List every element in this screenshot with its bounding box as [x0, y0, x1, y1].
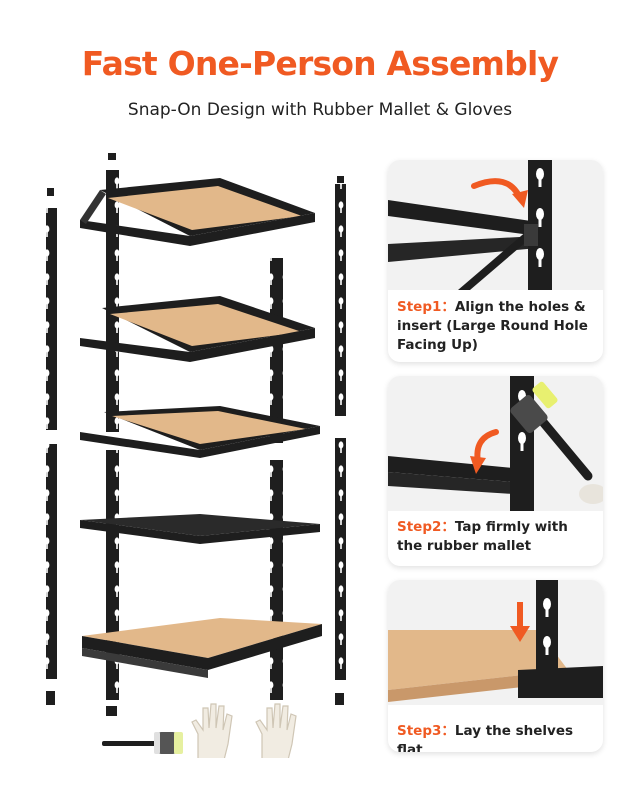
step1-card: Step1：Align the holes & insert (Large Ro…: [388, 160, 603, 362]
step3-text: Lay the shelves flat: [397, 723, 574, 752]
work-glove-icon: [255, 703, 297, 758]
step2-card: Step2：Tap firmly with the rubber mallet: [388, 376, 603, 566]
step1-text: Align the holes & insert (Large Round Ho…: [397, 299, 588, 353]
shelf-5: [82, 618, 322, 678]
rubber-mallet-icon: [102, 732, 183, 754]
shelf-exploded-illustration: [46, 153, 346, 758]
upright-right-far: [335, 176, 346, 705]
page-subtitle: Snap-On Design with Rubber Mallet & Glov…: [127, 100, 513, 120]
shelf-3: [80, 406, 320, 458]
step2-label: Step2：: [397, 519, 455, 535]
step3-label: Step3：: [397, 723, 455, 739]
step2-photo: [388, 376, 603, 511]
step1-label: Step1：: [397, 299, 455, 315]
rubber-mallet-icon: [510, 381, 603, 504]
step1-photo: [388, 160, 603, 290]
step2-text: Tap firmly with the rubber mallet: [397, 519, 568, 554]
work-glove-icon: [191, 703, 233, 758]
curved-arrow-icon: [470, 429, 499, 474]
page-title: Fast One-Person Assembly: [81, 44, 559, 83]
upright-left-far: [46, 188, 57, 705]
shelf-4: [80, 514, 320, 544]
shelf-2: [80, 296, 315, 362]
curved-arrow-icon: [471, 178, 528, 208]
down-arrow-icon: [510, 602, 530, 642]
step3-card: Step3：Lay the shelves flat: [388, 580, 603, 752]
step3-photo: [388, 580, 603, 705]
shelf-1: [80, 178, 315, 246]
